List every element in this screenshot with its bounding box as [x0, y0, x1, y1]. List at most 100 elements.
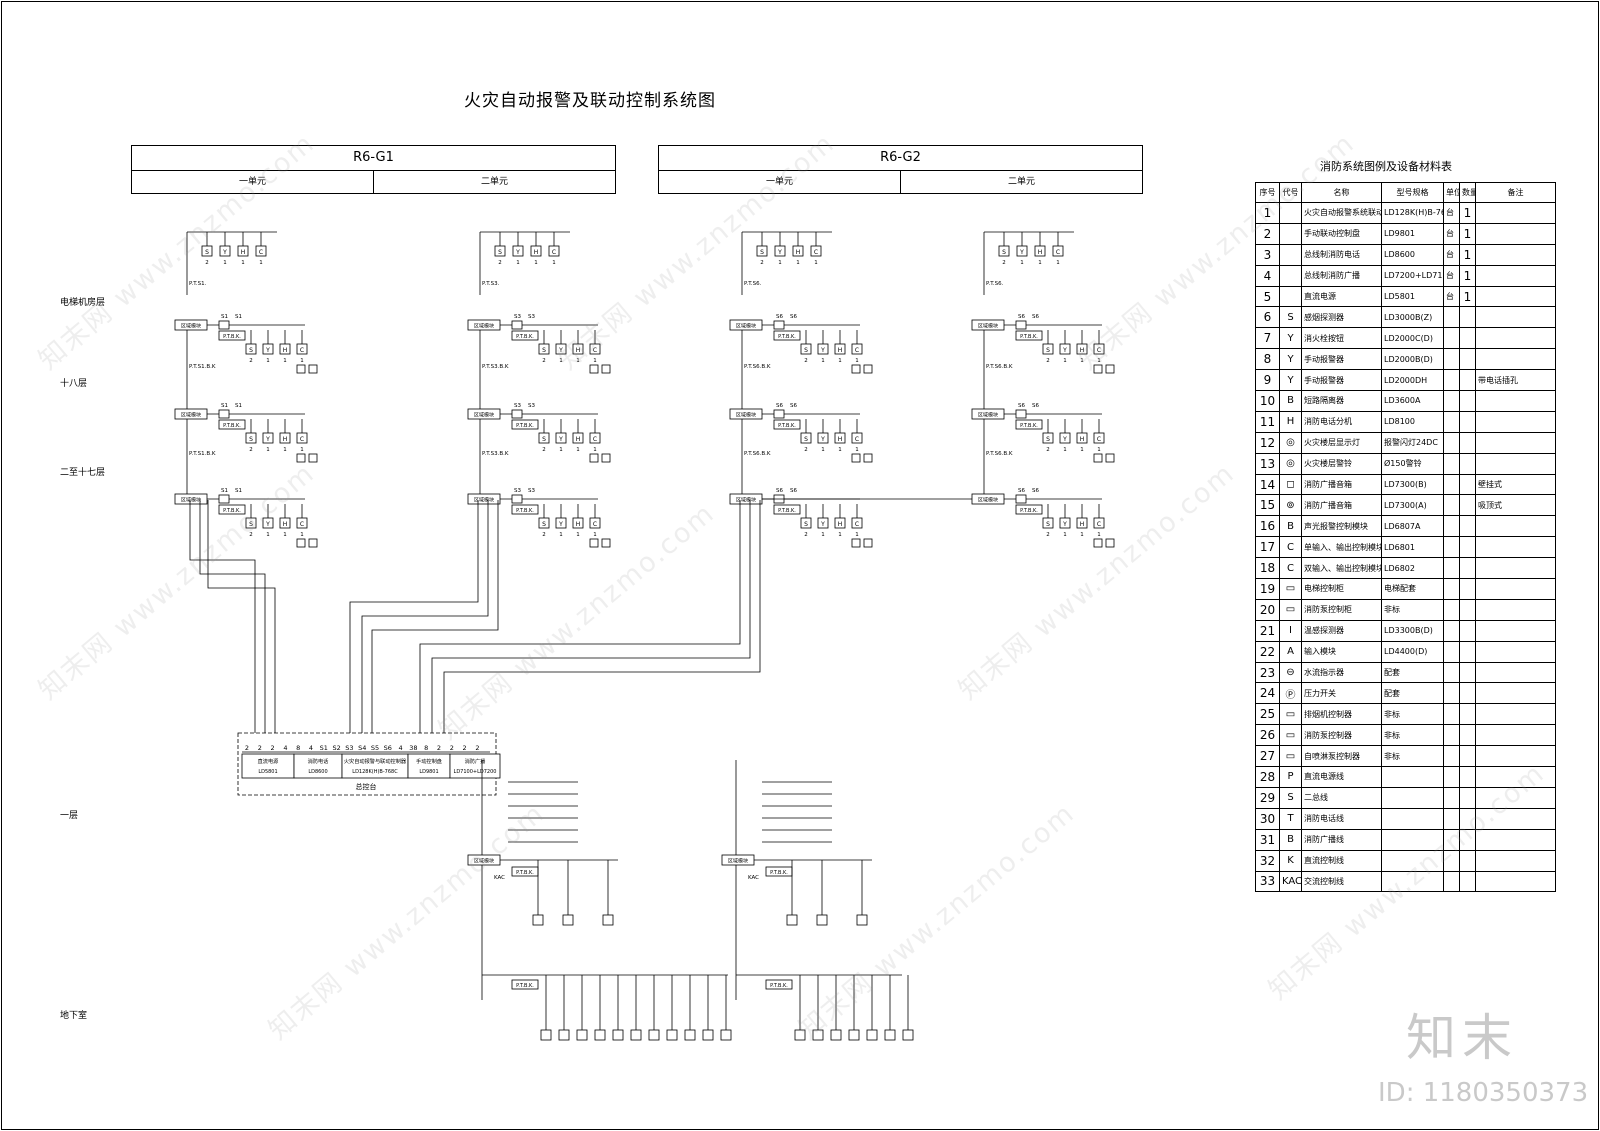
legend-cell-qty [1459, 557, 1476, 580]
device-count: 2 [1046, 447, 1050, 453]
device-symbol [548, 245, 560, 257]
legend-title: 消防系统图例及设备材料表 [1320, 160, 1452, 173]
device-symbol [1076, 517, 1088, 529]
legend-cell-no: 29 [1255, 786, 1280, 809]
console-terminal: S4 [358, 744, 366, 752]
ptbk-label: P.T.B.K. [1020, 423, 1038, 429]
ptbk-box [1015, 330, 1043, 341]
legend-header-cell: 单位 [1443, 182, 1460, 203]
legend-cell-model: LD2000DH [1381, 369, 1444, 392]
legend-cell-model: LD8600 [1381, 243, 1444, 266]
device-count: 1 [534, 260, 538, 266]
legend-cell-note [1475, 452, 1556, 475]
console-cell [449, 753, 501, 779]
legend-cell-unit [1443, 557, 1460, 580]
legend-cell-name: 二总线 [1301, 786, 1382, 809]
device-code: Y [222, 249, 227, 256]
device-count: 2 [804, 358, 808, 364]
legend-cell-note [1475, 264, 1556, 287]
legend-cell-model [1381, 766, 1444, 788]
device-count: 1 [223, 260, 227, 266]
speaker-symbol [1105, 538, 1115, 548]
device-symbol [792, 245, 804, 257]
legend-cell-qty: 1 [1459, 222, 1476, 245]
device-code: H [241, 249, 246, 256]
legend-cell-model: LD7300(A) [1381, 494, 1444, 517]
device-symbol [756, 245, 768, 257]
device-code: S [1046, 347, 1050, 354]
legend-cell-note [1475, 390, 1556, 412]
device-code: S [804, 521, 808, 528]
legend-cell-note [1475, 327, 1556, 350]
device-code: C [593, 347, 597, 354]
legend-cell-unit: 台 [1443, 202, 1460, 224]
legend-cell-unit [1443, 410, 1460, 433]
device-count: 1 [1056, 260, 1060, 266]
device-code: H [1080, 347, 1085, 354]
legend-cell-name: 总线制消防电话 [1301, 243, 1382, 266]
ptbk-box [511, 504, 539, 515]
legend-cell-code: ◎ [1279, 452, 1302, 475]
device-code: H [576, 347, 581, 354]
device-count: 2 [249, 358, 253, 364]
bus-label: S1 [235, 403, 242, 409]
device-count: 1 [814, 260, 818, 266]
device-count: 1 [1097, 447, 1101, 453]
device-symbol [666, 1029, 678, 1041]
device-count: 1 [266, 532, 270, 538]
legend-cell-qty [1459, 661, 1476, 684]
riser-label: P.T.S6. [986, 281, 1004, 287]
legend-cell-code: H [1279, 410, 1302, 433]
bell-symbol [296, 538, 306, 548]
isolator-symbol [511, 409, 523, 419]
bus-label: S6 [1032, 488, 1039, 494]
device-count: 1 [593, 447, 597, 453]
floor-label-18f: 十八层 [60, 379, 88, 389]
device-symbol [572, 517, 584, 529]
legend-cell-model: LD8100 [1381, 410, 1444, 433]
legend-cell-code [1279, 264, 1302, 287]
area-module-label: 区域模块 [181, 323, 201, 330]
legend-cell-qty [1459, 598, 1476, 621]
device-symbol [810, 245, 822, 257]
legend-cell-note [1475, 870, 1556, 893]
floor-label-1f: 一层 [60, 811, 79, 821]
bell-symbol [589, 364, 599, 374]
device-symbol [555, 517, 567, 529]
device-symbol [538, 432, 550, 444]
device-code: S [1046, 521, 1050, 528]
isolator-symbol [1015, 320, 1027, 330]
riser-label: P.T.S3. [482, 281, 500, 287]
legend-cell-no: 12 [1255, 431, 1280, 454]
device-count: 2 [542, 358, 546, 364]
device-count: 1 [576, 532, 580, 538]
legend-cell-code: ⊖ [1279, 661, 1302, 684]
legend-cell-name: 输入模块 [1301, 640, 1382, 663]
device-code: C [1097, 521, 1101, 528]
device-symbol [612, 1029, 624, 1041]
trunk-cable [207, 500, 276, 735]
legend-cell-qty [1459, 870, 1476, 893]
legend-cell-note: 壁挂式 [1475, 473, 1556, 496]
bus-label: S6 [790, 314, 797, 320]
ptbk-box [511, 419, 539, 430]
device-symbol [812, 1029, 824, 1041]
console-terminal: 4 [399, 744, 403, 752]
device-count: 1 [283, 532, 287, 538]
legend-cell-name: 直流控制线 [1301, 849, 1382, 872]
legend-cell-note [1475, 243, 1556, 266]
console-terminal: 38 [409, 744, 417, 752]
device-count: 1 [821, 358, 825, 364]
device-code: C [593, 521, 597, 528]
legend-cell-unit [1443, 661, 1460, 684]
legend-cell-name: 温感探测器 [1301, 619, 1382, 642]
device-code: S [542, 347, 546, 354]
device-code: C [1056, 249, 1060, 256]
device-count: 2 [205, 260, 209, 266]
area-module-label: 区域模块 [736, 412, 756, 419]
area-module-label: 区域模块 [474, 497, 494, 504]
speaker-symbol [308, 364, 318, 374]
